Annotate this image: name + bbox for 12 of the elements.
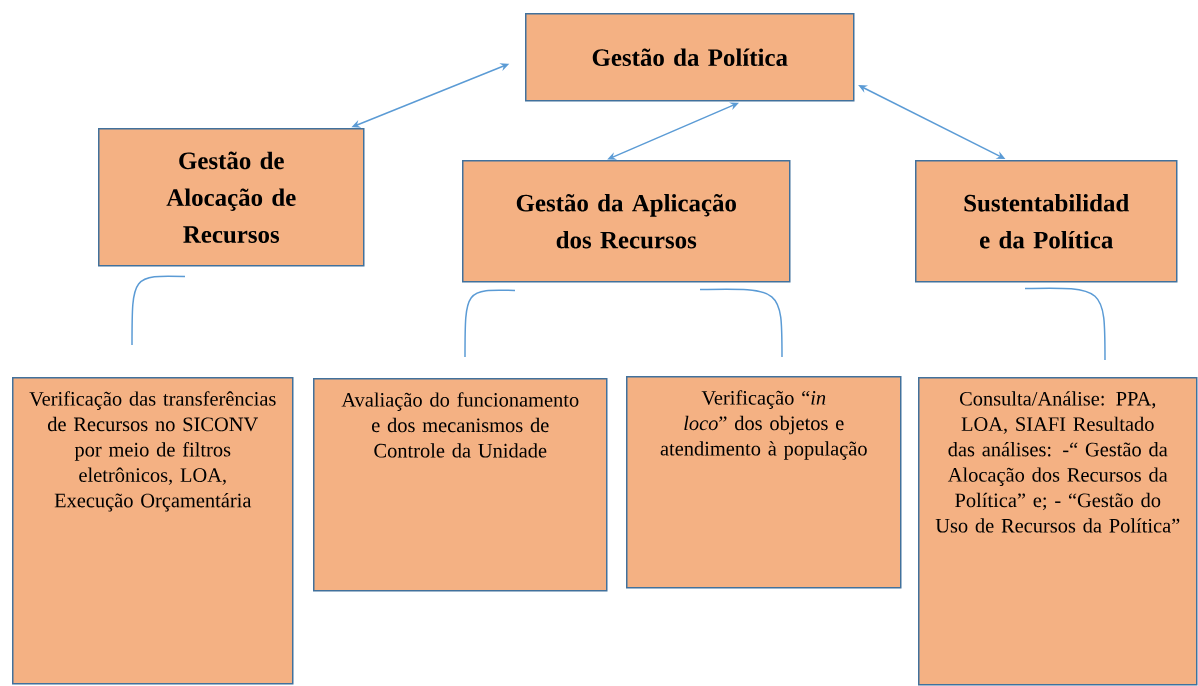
process-box: Gestão de Alocação de Recursos (98, 128, 365, 267)
process-box: Gestão da Política (525, 13, 855, 102)
description-box: Verificação das transferências de Recursos no SICONV por meio de filtros eletrônicos, LOA, Execução Orçamentária (12, 377, 294, 685)
connector-arc (1024, 287, 1106, 361)
process-box: Sustentabilidad e da Política (915, 160, 1178, 283)
connector-arc (699, 288, 783, 358)
description-box: Consulta/Análise: PPA, LOA, SIAFI Resultado das análises: -“ Gestão da Alocação dos Recursos da Política” e; - “Gestão do Uso de Recursos da Política” (918, 377, 1198, 686)
description-box: Avaliação do funcionamento e dos mecanismos de Controle da Unidade (313, 378, 608, 592)
connector-arc (464, 289, 516, 358)
process-box: Gestão da Aplicação dos Recursos (462, 160, 791, 283)
connector-arc (131, 275, 186, 346)
description-box: Verificação “in loco” dos objetos e atendimento à população (626, 376, 902, 589)
